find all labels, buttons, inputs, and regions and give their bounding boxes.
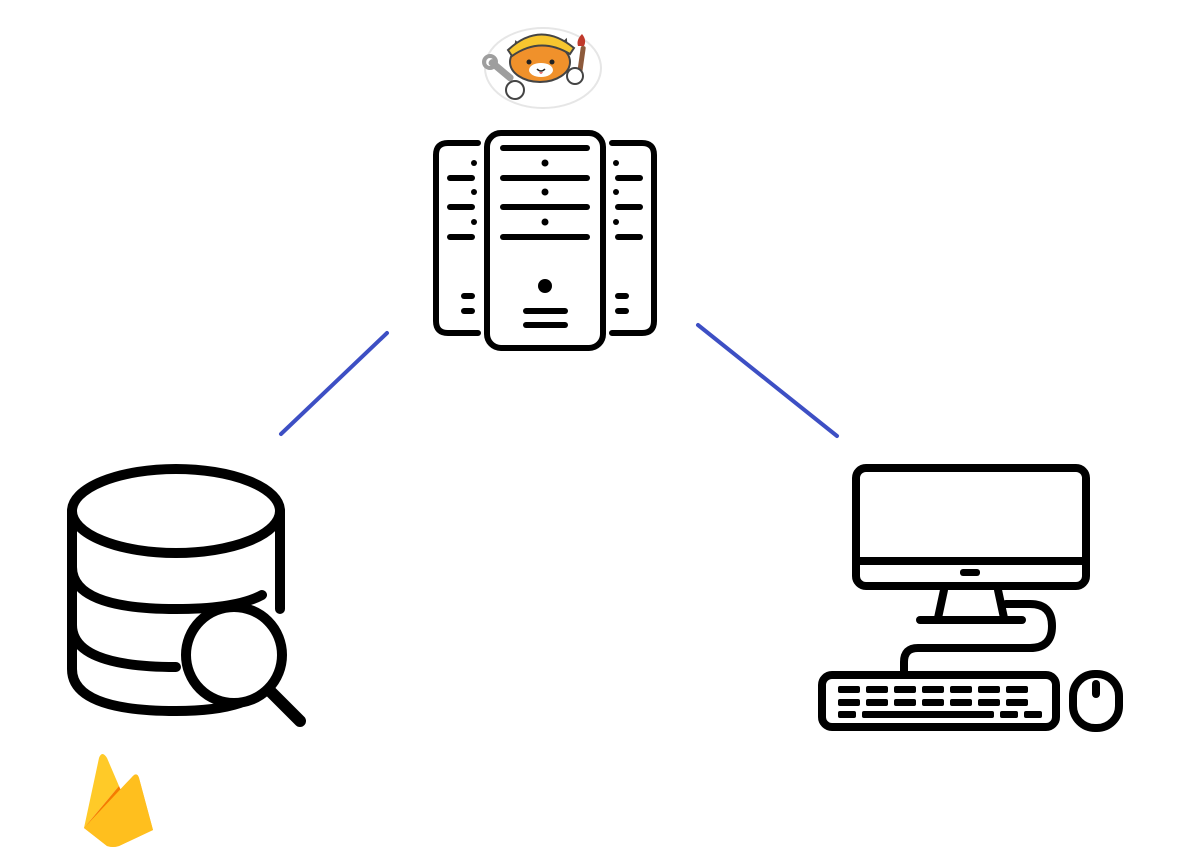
desktop-computer-icon: [818, 464, 1123, 732]
keyboard-keys: [838, 686, 1042, 718]
connectors: [279, 323, 839, 438]
cat-head: [506, 33, 576, 83]
monitor-power-light: [960, 569, 980, 576]
cat-mascot-icon: [482, 27, 602, 109]
connector-server-client: [696, 323, 839, 438]
connector-server-database: [279, 331, 389, 436]
firebase-flame-icon: [84, 754, 153, 847]
wrench-icon: [482, 54, 525, 100]
server-rack-icon: [433, 130, 657, 351]
paintbrush-icon: [566, 34, 586, 85]
server-indicator-lights: [471, 159, 619, 293]
magnifier-icon: [181, 602, 306, 727]
